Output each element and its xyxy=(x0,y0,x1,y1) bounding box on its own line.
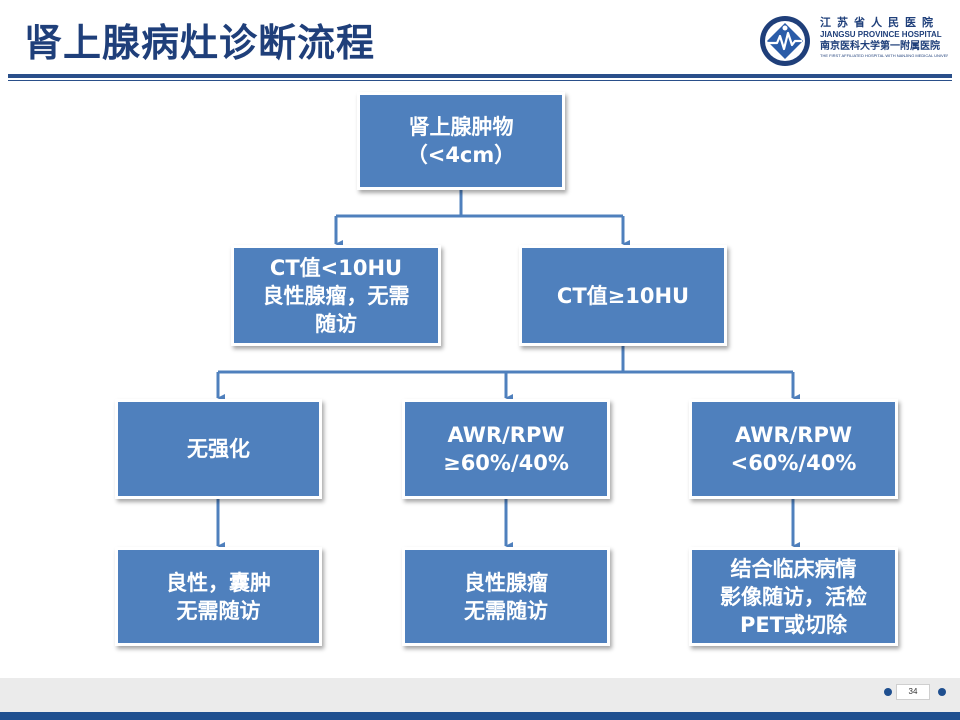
header-rule-thin xyxy=(8,80,952,81)
node-ct-high: CT值≥10HU xyxy=(519,245,727,346)
node-awr-low-line-2: <60%/40% xyxy=(730,451,857,475)
node-clinical: 结合临床病情 影像随访，活检 PET或切除 xyxy=(689,547,898,646)
node-benign-adenoma-line-2: 无需随访 xyxy=(464,598,548,623)
logo-tagline: THE FIRST AFFILIATED HOSPITAL WITH NANJI… xyxy=(820,53,948,58)
node-benign-adenoma-line-1: 良性腺瘤 xyxy=(464,570,548,595)
node-ct-high-line-1: CT值≥10HU xyxy=(556,283,690,308)
footer-dot-left xyxy=(884,688,892,696)
node-awr-low: AWR/RPW <60%/40% xyxy=(689,399,898,499)
hospital-logo: 江苏省人民医院 JIANGSU PROVINCE HOSPITAL 南京医科大学… xyxy=(758,10,948,72)
node-clinical-line-3: PET或切除 xyxy=(739,612,848,637)
node-ct-low-line-1: CT值<10HU xyxy=(269,255,403,280)
node-awr-low-line-1: AWR/RPW xyxy=(734,423,853,447)
footer-dot-right xyxy=(938,688,946,696)
hospital-emblem-icon xyxy=(760,16,810,66)
node-awr-high-line-1: AWR/RPW xyxy=(447,423,565,447)
logo-en: JIANGSU PROVINCE HOSPITAL xyxy=(820,30,942,39)
page-title: 肾上腺病灶诊断流程 xyxy=(24,21,376,65)
node-benign-cyst-line-2: 无需随访 xyxy=(176,598,261,623)
node-root-line-1: 肾上腺肿物 xyxy=(408,115,514,139)
node-no-enhance: 无强化 xyxy=(115,399,322,499)
node-clinical-line-2: 影像随访，活检 xyxy=(720,584,867,609)
node-clinical-line-1: 结合临床病情 xyxy=(730,556,857,581)
logo-cn-bottom: 南京医科大学第一附属医院 xyxy=(820,41,940,52)
node-ct-low: CT值<10HU 良性腺瘤，无需 随访 xyxy=(231,245,441,346)
logo-cn-top: 江苏省人民医院 xyxy=(820,16,939,29)
node-root: 肾上腺肿物 （<4cm） xyxy=(357,92,565,190)
node-ct-low-line-3: 随访 xyxy=(315,311,357,336)
node-no-enhance-line-1: 无强化 xyxy=(187,437,250,461)
node-root-line-2: （<4cm） xyxy=(406,143,516,167)
header-rule xyxy=(8,74,952,78)
node-awr-high: AWR/RPW ≥60%/40% xyxy=(402,399,610,499)
footer-bar xyxy=(0,712,960,720)
footer-band xyxy=(0,678,960,712)
node-awr-high-line-2: ≥60%/40% xyxy=(443,451,569,475)
node-benign-cyst: 良性，囊肿 无需随访 xyxy=(115,547,322,646)
page-number: 34 xyxy=(896,684,930,700)
node-benign-adenoma: 良性腺瘤 无需随访 xyxy=(402,547,610,646)
node-benign-cyst-line-1: 良性，囊肿 xyxy=(166,570,271,595)
node-ct-low-line-2: 良性腺瘤，无需 xyxy=(262,283,410,308)
